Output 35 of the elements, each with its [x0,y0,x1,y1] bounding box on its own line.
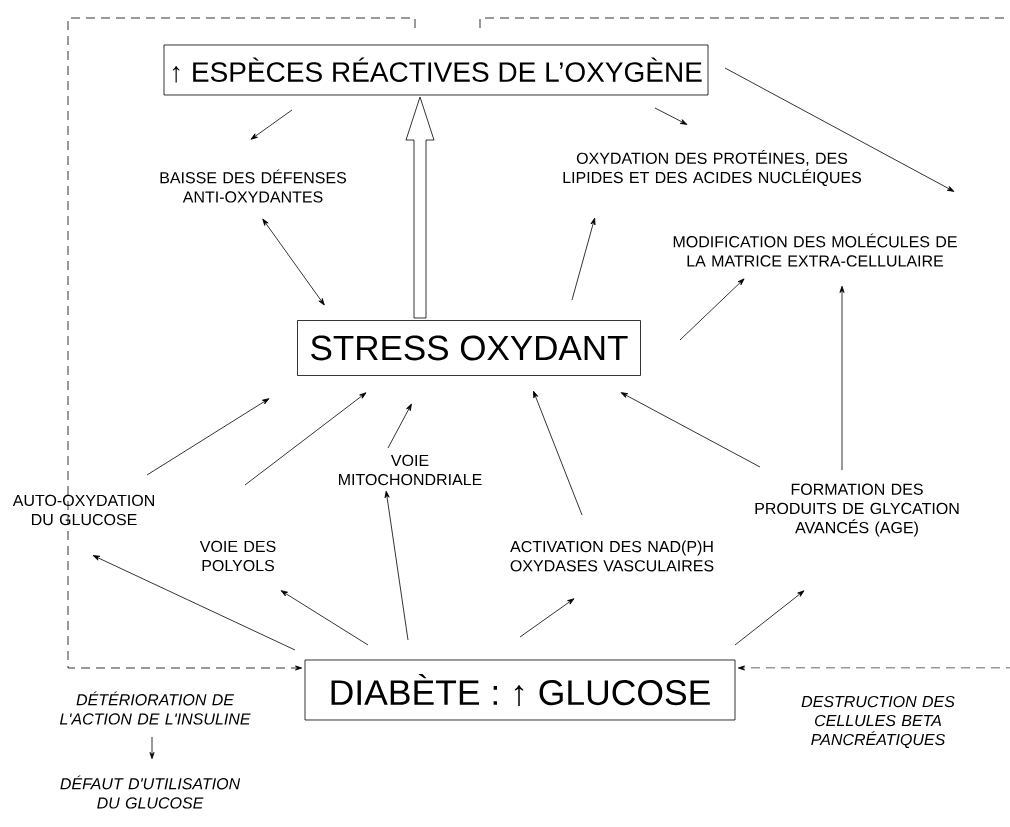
arrow [250,109,293,140]
block-arrow [405,96,435,319]
arrow [92,555,296,651]
concept-box: STRESS OXYDANT [297,320,641,376]
concept-box: DIABÈTE : ↑ GLUCOSE [304,659,736,721]
process-label: OXYDATION DES PROTÉINES, DES LIPIDES ET DES ACIDES NUCLÉIQUES [563,149,862,187]
arrow [533,390,583,516]
dashed-arrow [479,17,1010,671]
concept-box: ↑ ESPÈCES RÉACTIVES DE L’OXYGÈNE [163,44,709,96]
arrow [149,736,155,760]
process-label: FORMATION DES PRODUITS DE GLYCATION AVANCÉS (AGE) [755,483,959,537]
arrow [654,107,688,125]
arrow [724,67,955,192]
process-label: BAISSE DES DÉFENSES ANTI-OXYDANTES [160,169,347,203]
process-label: DÉTÉRIORATION DE L'ACTION DE L'INSULINE [59,691,251,725]
arrow [387,403,412,449]
process-label: DÉFAUT D'UTILISATION DU GLUCOSE [60,775,241,809]
arrow [244,392,367,486]
process-label: ACTIVATION DES NAD(P)H OXYDASES VASCULAIRES [510,540,714,572]
arrow [571,217,596,301]
arrow [280,590,369,646]
process-label: MODIFICATION DES MOLÉCULES DE LA MATRICE EXTRA-CELLULAIRE [673,233,957,267]
process-label: AUTO-OXYDATION DU GLUCOSE [12,494,154,526]
note-text: DESTRUCTION DES CELLULES BETA PANCRÉATIQUES [801,695,955,749]
arrow [734,590,805,646]
dashed-arrow [67,17,416,671]
arrow [519,598,575,638]
arrow [384,490,409,641]
arrow [839,285,845,471]
process-label: VOIE MITOCHONDRIALE [339,454,482,486]
arrow [262,218,325,306]
process-label: VOIE DES POLYOLS [199,540,276,572]
arrow [679,278,745,341]
arrow [146,398,270,476]
arrow [620,392,761,468]
